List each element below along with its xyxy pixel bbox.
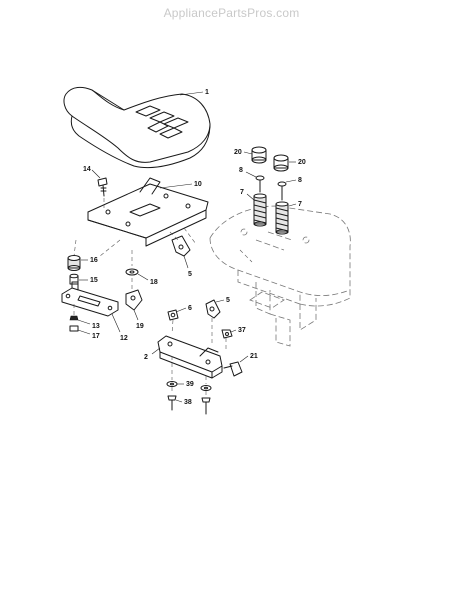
clip-5-lower	[205, 299, 221, 319]
callout-37: 37	[238, 327, 246, 334]
callout-14: 14	[83, 166, 91, 173]
callout-39: 39	[186, 381, 194, 388]
callout-20-right: 20	[298, 159, 306, 166]
callout-38: 38	[184, 399, 192, 406]
callout-17: 17	[92, 333, 100, 340]
callout-7-left: 7	[240, 189, 244, 196]
bumper-left	[251, 146, 267, 164]
callout-20-left: 20	[234, 149, 242, 156]
bushing-16	[67, 255, 81, 271]
spring-right	[275, 201, 289, 235]
callout-19: 19	[136, 323, 144, 330]
slide-plate-12	[61, 281, 119, 317]
nut-17	[69, 325, 79, 332]
seat-grip-pads	[135, 105, 189, 139]
tractor-frame	[209, 205, 351, 347]
washer-39-right	[200, 385, 212, 391]
cap-right	[277, 181, 287, 201]
washer-39-left	[166, 381, 178, 387]
bolt-21	[223, 361, 243, 377]
callout-5-upper: 5	[188, 271, 192, 278]
callout-10: 10	[194, 181, 202, 188]
bolt-14	[97, 177, 108, 197]
callout-16: 16	[90, 257, 98, 264]
spring-left	[253, 193, 267, 227]
seat	[63, 86, 211, 169]
clip-5-upper	[171, 235, 191, 257]
callout-12: 12	[120, 335, 128, 342]
bolt-38-left	[167, 395, 177, 411]
callout-15: 15	[90, 277, 98, 284]
callout-18: 18	[150, 279, 158, 286]
knob-19	[125, 289, 143, 311]
callout-8-left: 8	[239, 167, 243, 174]
watermark-text: AppliancePartsPros.com	[163, 6, 300, 20]
nut-6	[167, 309, 179, 321]
cap-left	[255, 175, 265, 193]
nut-37	[221, 329, 233, 339]
callout-6: 6	[188, 305, 192, 312]
callout-1: 1	[205, 89, 209, 96]
callout-5-lower: 5	[226, 297, 230, 304]
bracket-2	[157, 335, 223, 379]
spacer-15	[69, 273, 79, 285]
bolt-38-right	[201, 397, 211, 415]
callout-7-right: 7	[298, 201, 302, 208]
callout-21: 21	[250, 353, 258, 360]
callout-13: 13	[92, 323, 100, 330]
callout-2: 2	[144, 354, 148, 361]
seat-pan	[87, 177, 209, 247]
bumper-right	[273, 154, 289, 172]
callout-8-right: 8	[298, 177, 302, 184]
washer-18	[125, 268, 139, 276]
nut-13	[69, 315, 79, 321]
